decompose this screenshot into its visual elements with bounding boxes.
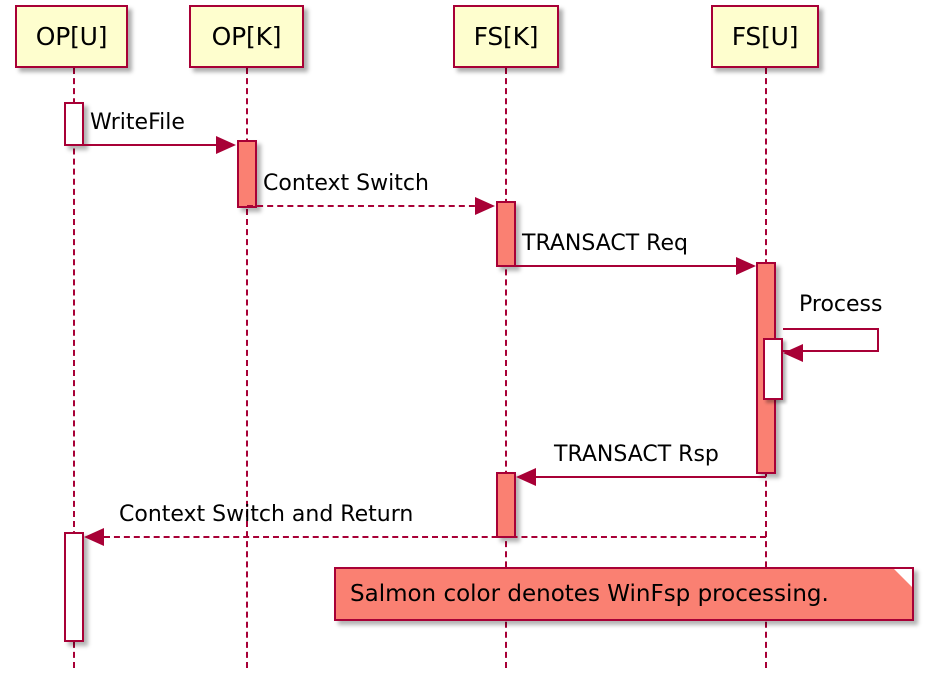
arrowhead-context-switch-and-return	[84, 528, 104, 546]
participant-fs-k[interactable]: FS[K]	[453, 5, 559, 68]
message-line-context-switch-and-return	[104, 536, 766, 538]
arrowhead-process	[783, 344, 803, 362]
participant-fs-u[interactable]: FS[U]	[711, 5, 819, 68]
participant-fs-u-label: FS[U]	[731, 22, 799, 51]
arrowhead-transact-rsp	[516, 468, 536, 486]
activation-fs-u-2-process	[763, 338, 783, 400]
activation-fs-k-2	[496, 472, 516, 538]
lifeline-op-k	[246, 68, 248, 668]
message-label-writefile: WriteFile	[90, 110, 185, 135]
arrowhead-context-switch	[475, 197, 495, 215]
arrowhead-writefile	[216, 136, 236, 154]
message-label-process: Process	[799, 292, 883, 317]
message-label-context-switch-and-return: Context Switch and Return	[119, 502, 414, 527]
lifeline-op-u	[73, 68, 75, 668]
message-line-context-switch	[247, 205, 485, 207]
activation-op-k-1	[237, 140, 257, 208]
message-loop-process	[783, 328, 879, 352]
arrowhead-transact-req	[736, 257, 756, 275]
message-label-transact-req: TRANSACT Req	[522, 231, 688, 256]
participant-op-u-label: OP[U]	[35, 22, 108, 51]
message-line-transact-rsp	[536, 476, 766, 478]
message-line-writefile	[74, 144, 226, 146]
activation-op-u-1	[64, 102, 84, 146]
participant-fs-k-label: FS[K]	[473, 22, 539, 51]
note-fold-icon	[894, 569, 912, 587]
lifeline-fs-k	[505, 68, 507, 668]
message-label-transact-rsp: TRANSACT Rsp	[554, 442, 719, 467]
participant-op-k-label: OP[K]	[211, 22, 282, 51]
activation-op-u-2	[64, 532, 84, 642]
activation-fs-k-1	[496, 201, 516, 267]
message-line-transact-req	[506, 265, 746, 267]
participant-op-k[interactable]: OP[K]	[189, 5, 304, 68]
participant-op-u[interactable]: OP[U]	[15, 5, 128, 68]
note-salmon-legend: Salmon color denotes WinFsp processing.	[334, 567, 914, 621]
note-text: Salmon color denotes WinFsp processing.	[350, 580, 829, 607]
message-label-context-switch: Context Switch	[263, 171, 429, 196]
